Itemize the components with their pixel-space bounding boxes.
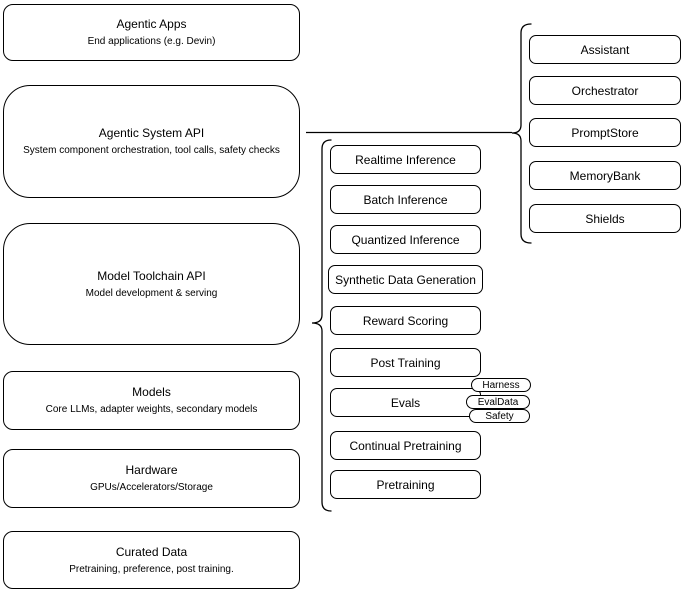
node-curated-data: Curated Data Pretraining, preference, po… (3, 531, 300, 589)
node-title: Models (132, 385, 171, 399)
eval-tag-evaldata: EvalData (466, 395, 530, 409)
toolchain-item-quantized-inference: Quantized Inference (330, 225, 481, 254)
node-agentic-apps: Agentic Apps End applications (e.g. Devi… (3, 4, 300, 61)
node-subtitle: System component orchestration, tool cal… (23, 145, 280, 156)
node-subtitle: GPUs/Accelerators/Storage (90, 482, 213, 493)
eval-tag-harness: Harness (471, 378, 531, 392)
node-subtitle: Pretraining, preference, post training. (69, 563, 234, 575)
eval-tag-safety: Safety (469, 409, 530, 423)
node-subtitle: Model development & serving (85, 287, 218, 299)
component-item-orchestrator: Orchestrator (529, 76, 681, 105)
component-item-promptstore: PromptStore (529, 118, 681, 147)
node-subtitle: Core LLMs, adapter weights, secondary mo… (45, 404, 258, 415)
toolchain-item-synthetic-data-generation: Synthetic Data Generation (328, 265, 483, 294)
toolchain-item-evals: Evals (330, 388, 481, 417)
component-item-memorybank: MemoryBank (529, 161, 681, 190)
toolchain-item-post-training: Post Training (330, 348, 481, 377)
toolchain-item-batch-inference: Batch Inference (330, 185, 481, 214)
node-title: Curated Data (115, 544, 188, 559)
node-subtitle: End applications (e.g. Devin) (87, 36, 216, 47)
node-hardware: Hardware GPUs/Accelerators/Storage (3, 449, 300, 508)
node-title: Agentic System API (98, 126, 205, 140)
toolchain-brace (311, 139, 332, 512)
node-model-toolchain-api: Model Toolchain API Model development & … (3, 223, 300, 345)
component-item-assistant: Assistant (529, 35, 681, 64)
node-title: Model Toolchain API (97, 268, 206, 283)
toolchain-item-pretraining: Pretraining (330, 470, 481, 499)
node-title: Agentic Apps (116, 17, 187, 31)
node-models: Models Core LLMs, adapter weights, secon… (3, 371, 300, 430)
toolchain-item-reward-scoring: Reward Scoring (330, 306, 481, 335)
toolchain-item-continual-pretraining: Continual Pretraining (330, 431, 481, 460)
node-title: Hardware (125, 463, 178, 477)
node-agentic-system-api: Agentic System API System component orch… (3, 85, 300, 198)
toolchain-item-realtime-inference: Realtime Inference (330, 145, 481, 174)
component-item-shields: Shields (529, 204, 681, 233)
